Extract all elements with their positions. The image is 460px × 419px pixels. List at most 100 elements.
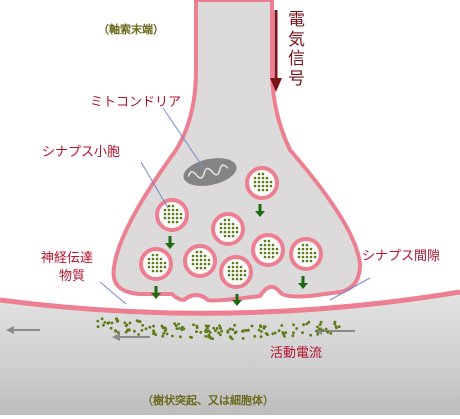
transmitter-dot (261, 184, 265, 188)
cleft-transmitter-dot (163, 326, 167, 330)
cleft-transmitter-dot (207, 324, 211, 328)
leader-vesicle (140, 161, 169, 209)
transmitter-dot (159, 261, 163, 265)
transmitter-dot (257, 180, 261, 184)
transmitter-dot (163, 212, 167, 216)
cleft-transmitter-dot (192, 323, 195, 327)
transmitter-dot (263, 239, 267, 243)
cleft-transmitter-dot (326, 330, 330, 334)
mitochondria-label: ミトコンドリア (90, 95, 182, 110)
transmitter-dot (313, 255, 317, 259)
transmitter-dot (235, 230, 239, 234)
transmitter-dot (203, 254, 207, 258)
transmitter-dot (191, 262, 195, 266)
current-arrows (6, 326, 355, 341)
transmitter-dot (163, 265, 167, 269)
cleft-transmitter-dot (301, 331, 304, 335)
cleft-transmitter-dot (103, 321, 107, 324)
transmitter-dot (227, 226, 231, 230)
transmitter-dot (203, 266, 207, 270)
cleft-transmitter-dot (324, 327, 328, 331)
release-arrows (151, 204, 308, 306)
transmitter-dot (155, 269, 159, 273)
cleft-transmitter-dot (116, 319, 120, 322)
cleft-transmitter-dot (318, 323, 322, 326)
transmitter-dot (305, 247, 309, 251)
release-arrow-down-icon (165, 236, 175, 249)
cleft-transmitter-dot (218, 324, 221, 328)
cleft-transmitter-dot (152, 324, 156, 328)
transmitter-dot (231, 230, 235, 234)
transmitter-dot (175, 208, 179, 212)
postsynaptic-membrane (0, 289, 460, 316)
transmitter-dot (263, 243, 267, 247)
transmitter-dot (163, 208, 167, 212)
action-current-label: 活動電流 (270, 346, 323, 361)
transmitter-dot (163, 261, 167, 265)
transmitter-dot (267, 255, 271, 259)
cleft-transmitter-dot (321, 328, 324, 332)
cleft-transmitter-dot (292, 323, 295, 327)
cleft-transmitter-dot (154, 333, 158, 336)
synaptic-vesicles (139, 166, 323, 289)
cleft-transmitter-dot (212, 326, 216, 330)
transmitter-dot (243, 273, 247, 277)
cleft-transmitter-dot (123, 321, 127, 325)
transmitter-dot (223, 222, 227, 226)
transmitter-dot (151, 269, 155, 273)
cleft-transmitter-dot (271, 332, 275, 336)
cleft-transmitter-dot (195, 330, 198, 333)
cleft-transmitter-dot (259, 325, 263, 329)
cleft-transmitter-dot (128, 321, 132, 325)
cleft-transmitter-dot (96, 325, 100, 329)
transmitter-dot (223, 218, 227, 222)
transmitter-dot (235, 269, 239, 273)
cleft-transmitter-dot (189, 335, 192, 339)
cleft-transmitter-dot (305, 322, 309, 326)
transmitter-dot (239, 269, 243, 273)
transmitter-dot (309, 259, 313, 263)
cleft-transmitter-dot (337, 325, 341, 329)
transmitter-dot (167, 212, 171, 216)
cleft-transmitter-dot (211, 337, 215, 341)
transmitter-dot (227, 222, 231, 226)
cleft-transmitter-dot (161, 334, 165, 338)
transmitter-dot (203, 258, 207, 262)
signal-arrow-down-icon (270, 10, 282, 92)
cleft-transmitter-dot (259, 335, 263, 339)
cleft-transmitter-dot (162, 332, 166, 335)
transmitter-dot (257, 188, 261, 192)
transmitter-dot (155, 265, 159, 269)
cleft-transmitter-dot (250, 324, 254, 328)
transmitter-dot (199, 258, 203, 262)
cleft-transmitter-dot (316, 332, 320, 336)
neurotransmitter-label-line1: 神経伝達 (41, 251, 94, 266)
cleft-transmitter-dot (253, 334, 257, 338)
cleft-transmitter-dot (263, 325, 267, 329)
transmitter-dot (171, 212, 175, 216)
transmitter-dot (269, 180, 273, 184)
cleft-transmitter-dot (117, 331, 120, 334)
release-arrow-down-icon (151, 286, 161, 299)
cleft-transmitter-dot (173, 322, 177, 326)
cleft-transmitter-dot (260, 330, 263, 333)
synaptic-vesicle (211, 212, 245, 246)
transmitter-dot (301, 243, 305, 247)
transmitter-dot (191, 258, 195, 262)
transmitter-dot (265, 180, 269, 184)
cleft-transmitter-dot (219, 326, 223, 330)
cleft-transmitter-dot (231, 328, 235, 331)
transmitter-dot (199, 254, 203, 258)
transmitter-dot (175, 216, 179, 220)
transmitter-dot (167, 220, 171, 224)
transmitter-dot (195, 262, 199, 266)
transmitter-dot (227, 265, 231, 269)
transmitter-dot (227, 230, 231, 234)
cleft-transmitter-dot (179, 335, 182, 339)
leader-transmitter (99, 281, 127, 305)
leader-mitochondria (162, 107, 206, 171)
cleft-transmitter-dot (307, 320, 311, 324)
transmitter-dot (305, 243, 309, 247)
transmitter-dot (265, 184, 269, 188)
postsynaptic-cell (0, 289, 460, 415)
